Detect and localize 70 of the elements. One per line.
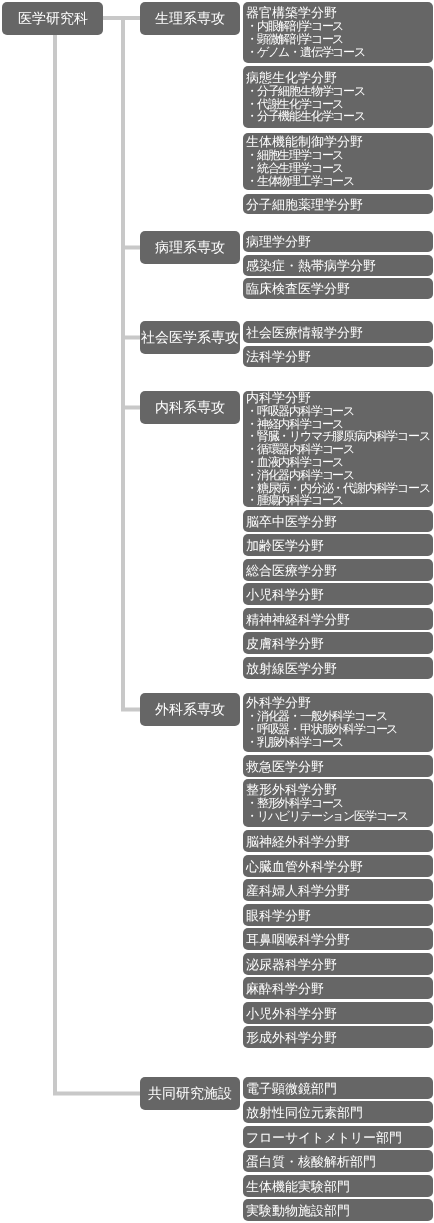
field-box: 脳神経外科学分野 — [243, 830, 433, 852]
course-item: ・腫瘍内科学コース — [246, 494, 344, 508]
field-box: 小児外科学分野 — [243, 1002, 433, 1024]
course-item: ・糖尿病・内分泌・代謝内科学コース — [246, 481, 430, 495]
field-box — [243, 779, 433, 827]
department-box: 社会医学系専攻 — [140, 321, 240, 354]
field-heading: 器官構築学分野 — [246, 6, 338, 21]
course-item: ・細胞生理学コース — [246, 149, 345, 163]
field-box: フローサイトメトリー部門 — [243, 1126, 433, 1148]
field-box: 放射線医学分野 — [243, 657, 433, 679]
course-item: ・リハビリテーション医学コース — [246, 810, 409, 823]
field-box: 社会医療情報学分野 — [243, 321, 433, 343]
field-box: 形成外科学分野 — [243, 1026, 433, 1048]
field-heading: 生体機能制御学分野 — [246, 135, 364, 150]
field-box: 眼科学分野 — [243, 904, 433, 926]
course-item: ・統合生理学コース — [246, 162, 345, 175]
field-box — [243, 693, 433, 752]
course-item: ・消化器・一般外科学コース — [246, 710, 388, 724]
department-box: 生理系専攻 — [140, 2, 240, 35]
field-box: 実験動物施設部門 — [243, 1199, 433, 1221]
field-heading: 外科学分野 — [246, 696, 311, 711]
connector-line — [53, 35, 140, 1096]
field-box: 臨床検査医学分野 — [243, 278, 433, 299]
field-box: 電子顕微鏡部門 — [243, 1077, 433, 1099]
field-box: 放射性同位元素部門 — [243, 1101, 433, 1123]
field-box: 皮膚科学分野 — [243, 632, 433, 654]
course-item: ・顕微解剖学コース — [246, 33, 345, 46]
field-box: 脳卒中医学分野 — [243, 510, 433, 532]
department-box: 内科系専攻 — [140, 391, 240, 424]
field-box — [243, 2, 433, 63]
course-item: ・消化器内科学コース — [246, 468, 355, 482]
field-box: 心臓血管外科学分野 — [243, 855, 433, 877]
course-item: ・循環器内科学コース — [246, 443, 355, 456]
field-box: 蛋白質・核酸解析部門 — [243, 1150, 433, 1172]
field-box: 分子細胞薬理学分野 — [243, 194, 433, 214]
department-box: 病理系専攻 — [140, 231, 240, 264]
department-box: 共同研究施設 — [140, 1077, 240, 1110]
field-box: 産科婦人科学分野 — [243, 879, 433, 901]
field-box: 麻酔科学分野 — [243, 977, 433, 999]
field-box — [243, 133, 433, 190]
field-box: 病理学分野 — [243, 231, 433, 252]
course-item: ・整形外科学コース — [246, 797, 345, 810]
field-box — [243, 66, 433, 128]
field-heading: 内科学分野 — [246, 390, 311, 405]
faculty-box: 医学研究科 — [2, 2, 103, 35]
field-box: 精神神経科学分野 — [243, 608, 433, 630]
course-item: ・生体物理工学コース — [246, 174, 355, 188]
field-box: 泌尿器科学分野 — [243, 953, 433, 975]
course-item: ・分子細胞生物学コース — [246, 84, 366, 98]
course-item: ・呼吸器・甲状腺外科学コース — [246, 723, 399, 736]
department-box: 外科系専攻 — [140, 693, 240, 726]
course-item: ・呼吸器内科学コース — [246, 404, 355, 418]
course-item: ・乳腺外科学コース — [246, 735, 344, 749]
field-box: 法科学分野 — [243, 346, 433, 367]
field-box: 耳鼻咽喉科学分野 — [243, 928, 433, 950]
course-item: ・神経内科学コース — [246, 417, 344, 431]
field-box: 加齢医学分野 — [243, 534, 433, 556]
field-box: 総合医療学分野 — [243, 559, 433, 581]
field-heading: 病態生化学分野 — [246, 70, 338, 85]
field-box: 救急医学分野 — [243, 755, 433, 777]
field-heading: 整形外科学分野 — [246, 783, 338, 798]
field-box — [243, 391, 433, 507]
course-item: ・腎臓・リウマチ膠原病内科学コース — [246, 430, 430, 444]
field-box: 感染症・熱帯病学分野 — [243, 255, 433, 276]
course-item: ・分子機能生化学コース — [246, 110, 366, 124]
field-box: 小児科学分野 — [243, 583, 433, 605]
course-item: ・代謝生化学コース — [246, 97, 345, 111]
course-item: ・血液内科学コース — [246, 456, 345, 469]
field-box: 生体機能実験部門 — [243, 1175, 433, 1197]
course-item: ・ゲノム・遺伝学コース — [246, 45, 366, 59]
